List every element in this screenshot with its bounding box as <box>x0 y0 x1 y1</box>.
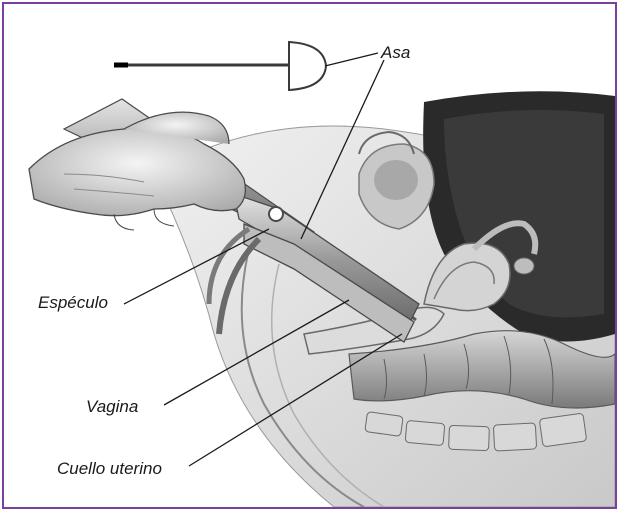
label-asa: Asa <box>381 43 410 63</box>
label-cuello-uterino: Cuello uterino <box>57 459 162 479</box>
asa-instrument <box>114 42 326 90</box>
label-vagina: Vagina <box>86 397 138 417</box>
label-especulo: Espéculo <box>38 293 108 313</box>
figure-frame: Asa Espéculo Vagina Cuello uterino <box>2 2 617 509</box>
anatomy-illustration <box>4 4 615 507</box>
